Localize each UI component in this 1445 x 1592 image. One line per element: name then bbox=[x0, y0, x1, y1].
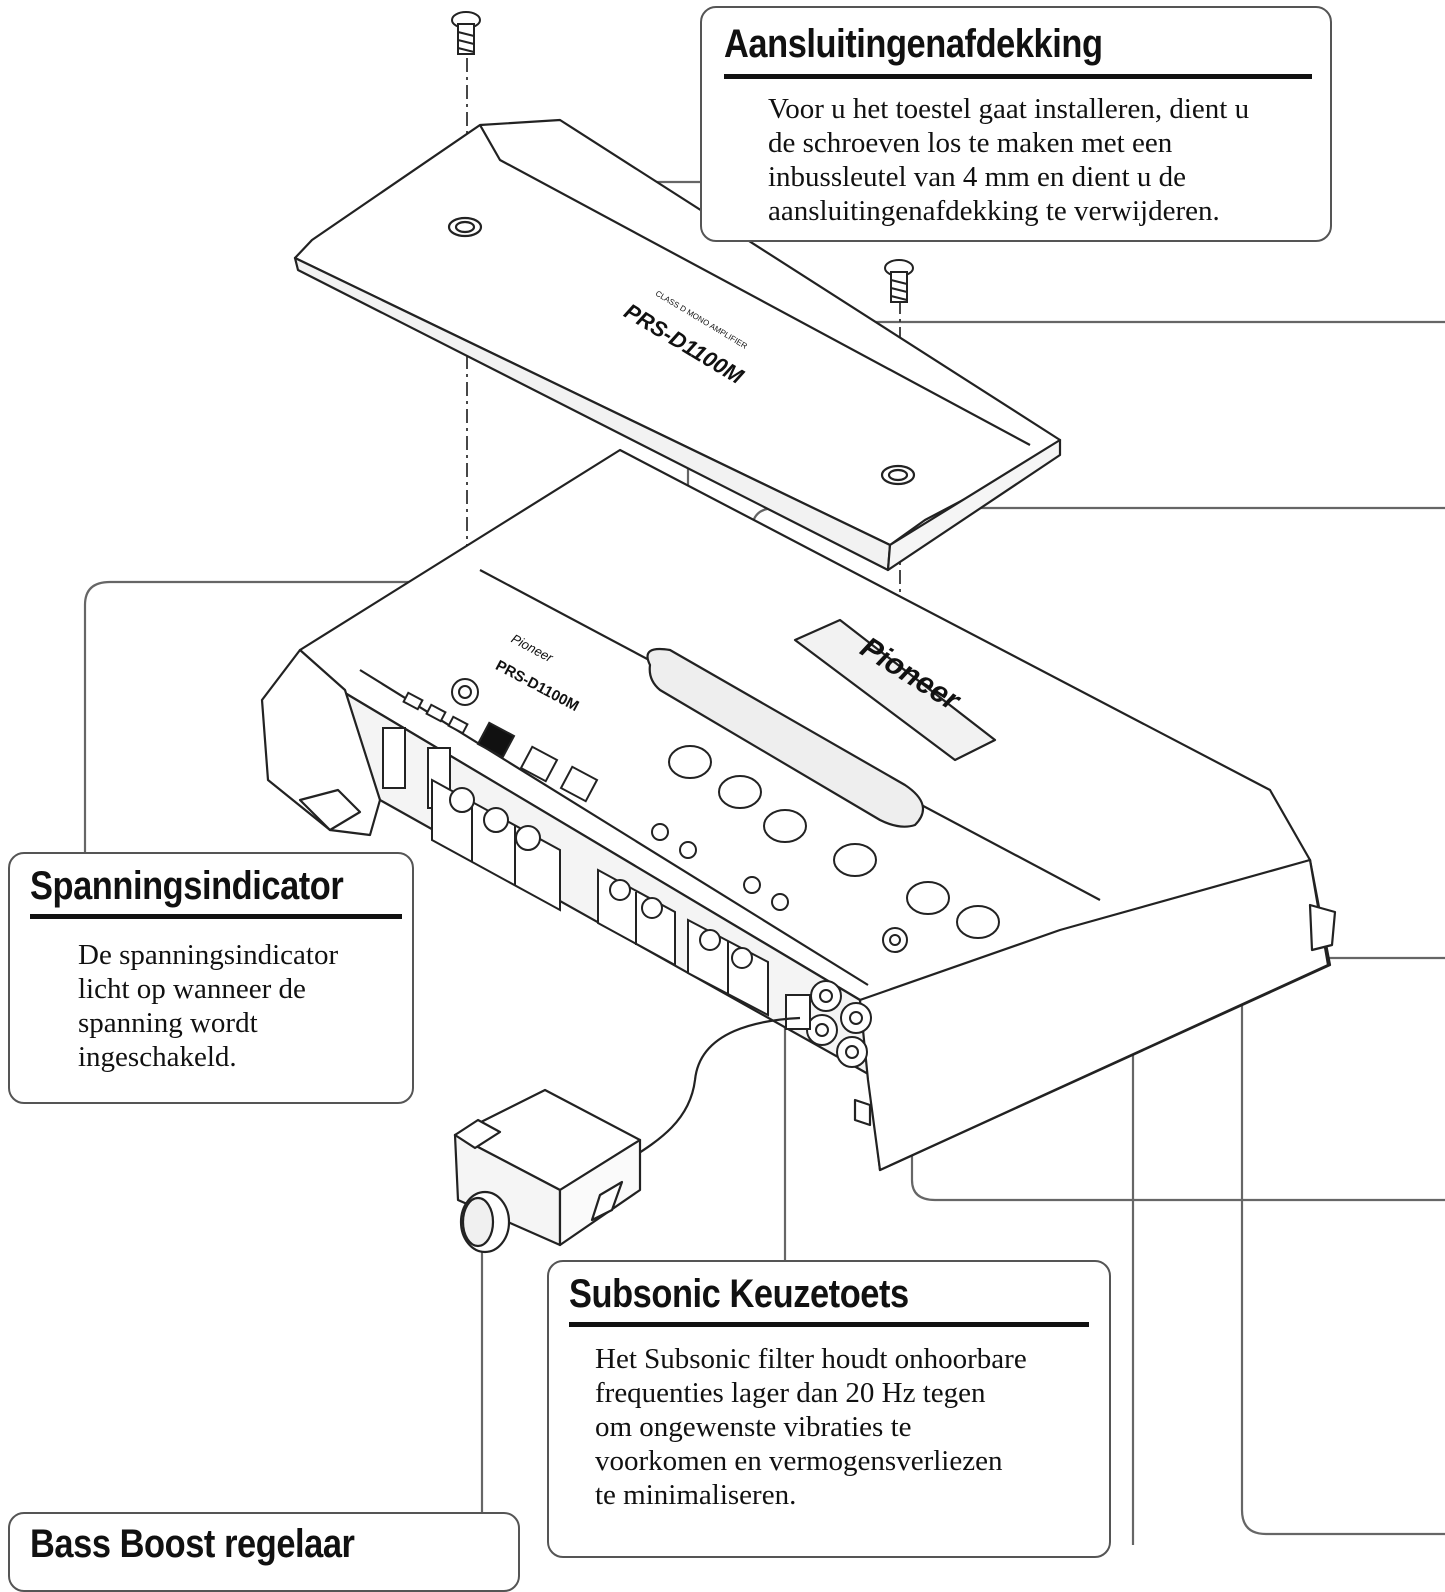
foot-front bbox=[853, 1098, 872, 1127]
led-2 bbox=[425, 703, 447, 723]
remote-tab-right bbox=[590, 1180, 624, 1222]
right-end-cap bbox=[858, 858, 1330, 1172]
leader-right-4 bbox=[910, 930, 1445, 1202]
mode-button bbox=[519, 745, 559, 783]
callout-power-text: De spanningsindicator licht op wanneer d… bbox=[78, 939, 339, 1073]
control-knob-1 bbox=[668, 745, 712, 779]
gain-button bbox=[476, 721, 516, 759]
amplifier-illustration: Pioneer Pioneer PRS-D1100M PRS-D1100M CL… bbox=[83, 11, 1445, 1545]
rca-jacks bbox=[806, 980, 872, 1068]
foot-right bbox=[1308, 903, 1337, 952]
callout-subsonic-text: Het Subsonic filter houdt onhoorbare fre… bbox=[595, 1343, 1027, 1511]
control-knob-2 bbox=[718, 775, 762, 809]
callout-subsonic-switch: Subsonic Keuzetoets Het Subsonic filter … bbox=[547, 1260, 1111, 1558]
callout-subsonic-title: Subsonic Keuzetoets bbox=[569, 1272, 909, 1316]
power-terminal-block bbox=[431, 778, 561, 912]
control-knob-3 bbox=[833, 843, 877, 877]
remote-tab-left bbox=[453, 1118, 502, 1150]
callout-cover-text: Voor u het toestel gaat installeren, die… bbox=[768, 93, 1250, 227]
amplifier-body bbox=[260, 448, 1337, 1172]
callout-cover-rule bbox=[724, 74, 1312, 79]
callout-power-rule bbox=[30, 914, 402, 919]
panel-controls bbox=[402, 678, 1000, 953]
speaker-terminal-block-1 bbox=[597, 868, 676, 967]
led-3 bbox=[447, 715, 469, 735]
subsonic-switch bbox=[763, 809, 807, 843]
heatsink-slot bbox=[646, 647, 925, 828]
remote-cable bbox=[627, 1016, 801, 1161]
system-button bbox=[559, 765, 599, 803]
screw-1 bbox=[451, 11, 481, 55]
remote-port bbox=[785, 994, 811, 1030]
body-inner-edge bbox=[359, 669, 869, 986]
nameplate bbox=[793, 618, 997, 762]
cover-plate bbox=[293, 118, 1062, 572]
led-1 bbox=[402, 691, 424, 711]
callout-cover-title: Aansluitingenafdekking bbox=[724, 22, 1103, 66]
callout-terminal-cover: Aansluitingenafdekking Voor u het toeste… bbox=[700, 6, 1332, 242]
cover-right-lip bbox=[886, 438, 1062, 572]
control-knob-4 bbox=[906, 881, 950, 915]
callout-subsonic-rule bbox=[569, 1322, 1089, 1327]
left-end-cap bbox=[260, 648, 382, 837]
terminals bbox=[382, 727, 872, 1068]
bass-boost-remote bbox=[453, 1016, 801, 1254]
remote-side bbox=[558, 1138, 642, 1247]
screw-2 bbox=[884, 259, 914, 303]
foot-left bbox=[298, 788, 362, 832]
screws bbox=[451, 11, 914, 303]
callout-power-title: Spanningsindicator bbox=[30, 864, 344, 908]
control-knob-5 bbox=[956, 905, 1000, 939]
callout-power-indicator: Spanningsindicator De spanningsindicator… bbox=[8, 852, 414, 1104]
cover-inner-fold bbox=[479, 124, 1031, 446]
callout-bass-boost: Bass Boost regelaar bbox=[8, 1512, 520, 1592]
fuse-slot-1 bbox=[382, 727, 406, 789]
speaker-terminal-block-2 bbox=[687, 918, 769, 1017]
leader-subsonic bbox=[783, 1018, 798, 1262]
